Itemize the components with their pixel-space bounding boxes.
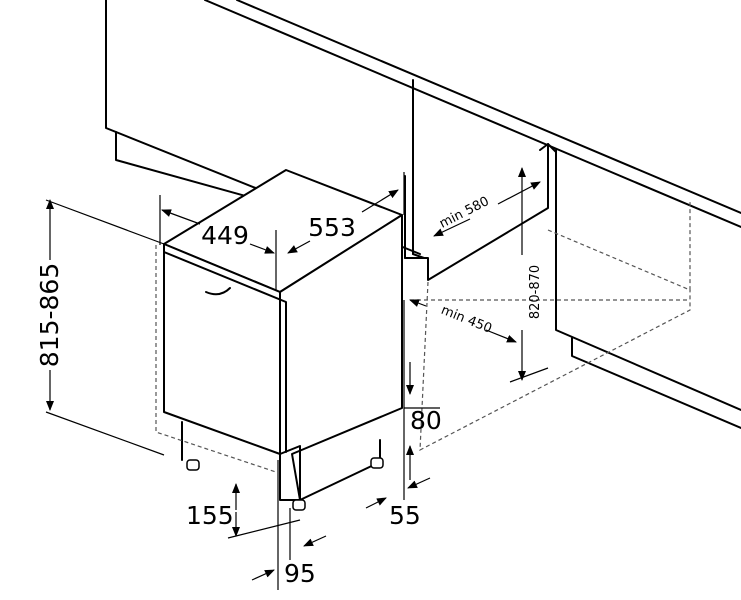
kitchen-cabinetry (105, 0, 741, 452)
plinth-recess-dimension: 55 (365, 477, 431, 530)
foot-rear-right (370, 457, 384, 469)
height-range-label: 815-865 (35, 263, 64, 367)
dishwasher-side (279, 214, 403, 501)
plinth-height-label: 80 (410, 406, 442, 435)
width-label: 449 (201, 221, 249, 250)
door-offset-dimension: 155 (186, 483, 301, 539)
niche-width-label: min 450 (439, 303, 494, 337)
depth-label: 553 (308, 213, 356, 242)
foot-offset-dimension: 95 (251, 460, 327, 590)
door-handle (205, 287, 231, 296)
foot-front-left (186, 459, 200, 471)
dishwasher (155, 169, 403, 511)
plinth-recess-label: 55 (389, 501, 421, 530)
niche-depth-dimension: min 580 (433, 181, 541, 237)
niche-width-dimension: min 450 (409, 299, 517, 343)
width-dimension: 449 (159, 195, 277, 290)
door-offset-label: 155 (186, 501, 234, 530)
foot-front-right (292, 499, 306, 511)
foot-offset-label: 95 (284, 559, 316, 588)
niche-height-dimension: 820-870 (509, 167, 549, 383)
depth-dimension: 553 (287, 172, 405, 254)
niche-height-label: 820-870 (528, 265, 543, 319)
plinth-height-dimension: 80 (403, 300, 442, 500)
niche-depth-label: min 580 (437, 194, 491, 232)
height-dimension: 815-865 (35, 199, 165, 456)
